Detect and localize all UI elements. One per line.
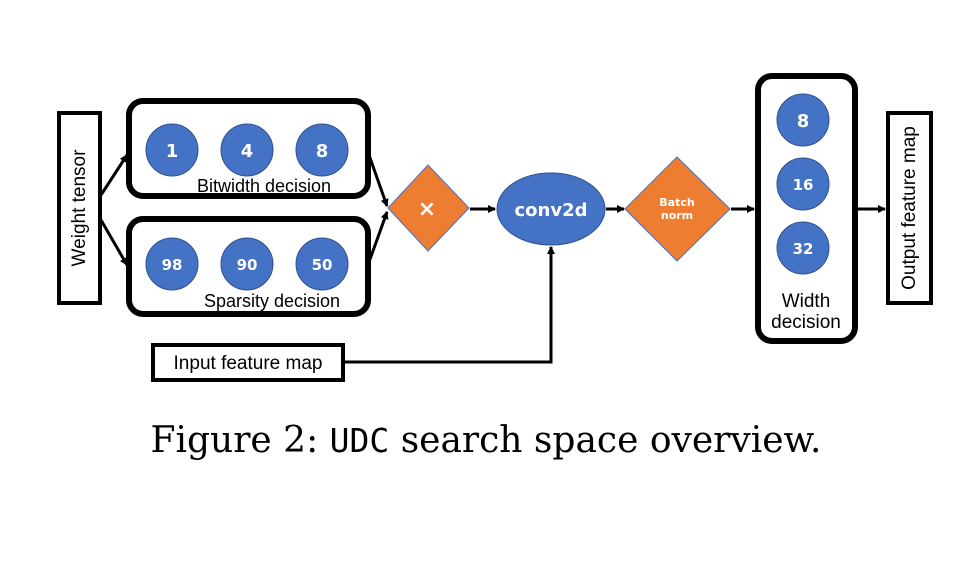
- figure-caption: Figure 2: UDC search space overview.: [0, 420, 972, 461]
- sparsity-option: 98: [145, 237, 199, 291]
- arrow-input-to-conv: [344, 246, 555, 364]
- arrow-sparsity-to-multiply: [367, 211, 389, 263]
- svg-text:conv2d: conv2d: [515, 200, 588, 221]
- sparsity-option: 90: [220, 237, 274, 291]
- svg-text:50: 50: [312, 256, 333, 274]
- bitwidth-label: Bitwidth decision: [197, 176, 331, 196]
- bitwidth-option: 4: [220, 123, 274, 177]
- multiply-node: ×: [387, 164, 470, 252]
- svg-text:1: 1: [166, 141, 179, 162]
- bitwidth-option: 8: [295, 123, 349, 177]
- weight-tensor-label: Weight tensor: [69, 149, 90, 267]
- svg-text:norm: norm: [661, 209, 693, 222]
- sparsity-label: Sparsity decision: [204, 291, 340, 311]
- input-feature-map-box: Input feature map: [151, 343, 345, 382]
- caption-code: UDC: [329, 421, 390, 460]
- svg-text:Output feature map: Output feature map: [899, 126, 920, 290]
- svg-text:16: 16: [793, 176, 814, 194]
- svg-text:4: 4: [241, 141, 254, 162]
- caption-prefix: Figure 2:: [150, 420, 330, 461]
- svg-text:8: 8: [797, 111, 810, 132]
- width-decision-box: 8 16 32 Width decision: [755, 73, 858, 344]
- svg-text:Batch: Batch: [659, 196, 694, 209]
- width-label: decision: [771, 312, 841, 333]
- svg-text:Input feature map: Input feature map: [174, 353, 323, 374]
- sparsity-option: 50: [295, 237, 349, 291]
- output-feature-map-box: Output feature map: [886, 111, 933, 305]
- arrow-weight-to-sparsity: [99, 219, 129, 266]
- caption-suffix: search space overview.: [389, 420, 822, 461]
- width-option: 8: [776, 93, 830, 147]
- svg-text:90: 90: [237, 256, 258, 274]
- bitwidth-decision-box: 1 4 8 Bitwidth decision: [126, 98, 371, 199]
- width-option: 16: [776, 157, 830, 211]
- bitwidth-option: 1: [145, 123, 199, 177]
- svg-text:98: 98: [162, 256, 183, 274]
- width-label: Width: [782, 291, 831, 312]
- svg-text:32: 32: [793, 240, 814, 258]
- arrow-weight-to-bitwidth: [99, 154, 129, 196]
- batchnorm-node: Batch norm: [624, 156, 731, 262]
- width-option: 32: [776, 221, 830, 275]
- conv2d-node: conv2d: [496, 172, 606, 246]
- sparsity-decision-box: 98 90 50 Sparsity decision: [126, 216, 371, 317]
- multiply-icon: ×: [418, 197, 436, 222]
- weight-tensor-box: Weight tensor: [57, 111, 102, 305]
- arrow-bitwidth-to-multiply: [367, 154, 389, 207]
- svg-text:8: 8: [316, 141, 329, 162]
